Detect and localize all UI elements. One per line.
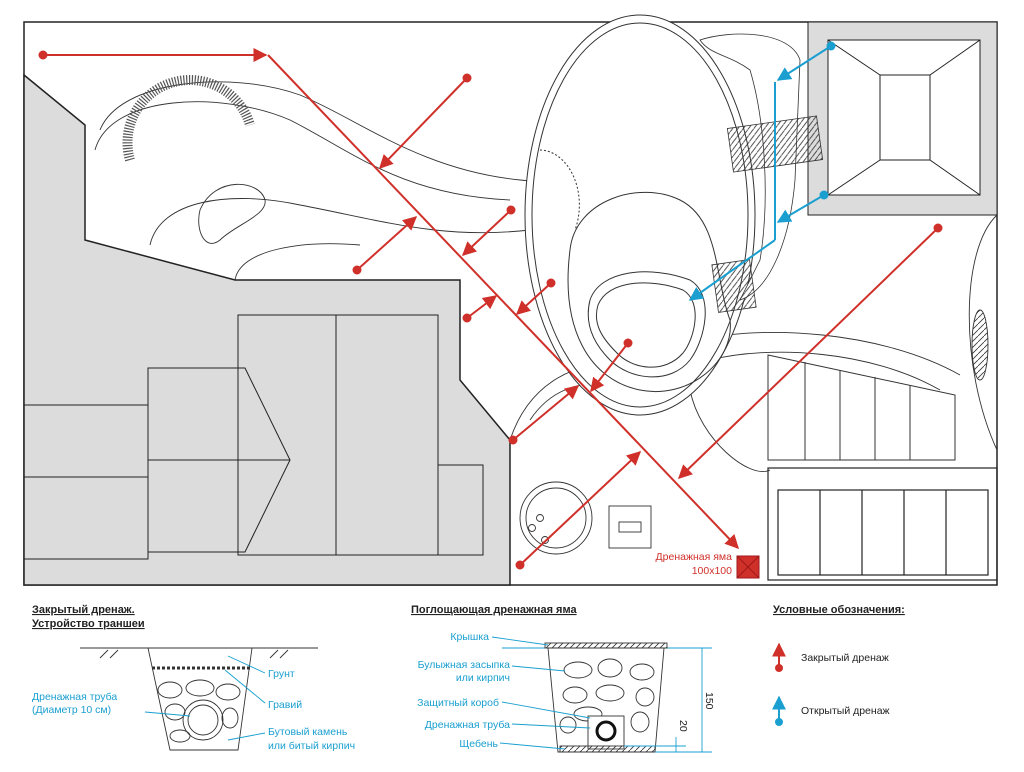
- garage: [767, 467, 998, 581]
- closed-drain-lines: [38, 48, 943, 570]
- label-fill-2: или кирпич: [456, 672, 510, 684]
- trench-title-2: Устройство траншеи: [32, 618, 145, 630]
- label-soil: Грунт: [268, 668, 295, 680]
- pond: [524, 14, 756, 416]
- outbuilding-roof: [827, 39, 981, 196]
- garden-paths: [94, 75, 998, 555]
- legend-open-drain: Открытый дренаж: [801, 705, 890, 717]
- label-pipe-1: Дренажная труба: [32, 691, 117, 703]
- label-fill-1: Булыжная засыпка: [418, 659, 511, 671]
- label-gravel: Гравий: [268, 699, 302, 711]
- pit-section-drawing: [491, 636, 712, 753]
- label-lid: Крышка: [450, 631, 489, 643]
- label-rubble: Щебень: [459, 738, 498, 750]
- greenhouse: [767, 354, 956, 461]
- label-box: Защитный короб: [417, 697, 499, 709]
- house-area: [23, 73, 511, 586]
- legend-closed-drain: Закрытый дренаж: [801, 652, 889, 664]
- pit-size: 100x100: [692, 565, 732, 577]
- label-pipe-2: (Диаметр 10 см): [32, 704, 111, 716]
- open-drain-lines: [688, 41, 836, 301]
- house-roof-outlines: [23, 314, 484, 560]
- legend-title: Условные обозначения:: [773, 604, 905, 616]
- drainage-pit-marker: [736, 555, 760, 579]
- label-stone-2: или битый кирпич: [268, 740, 355, 752]
- pit-title: Поглощающая дренажная яма: [411, 604, 577, 616]
- trench-title-1: Закрытый дренаж.: [32, 604, 135, 616]
- red-arrow-icon: [772, 642, 786, 672]
- trench-section-drawing: [80, 647, 318, 751]
- dim-total: 150: [703, 692, 715, 710]
- label-stone-1: Бутовый камень: [268, 726, 348, 738]
- dim-bottom: 20: [677, 720, 689, 732]
- pit-label: Дренажная яма: [656, 551, 733, 563]
- label-pit-pipe: Дренажная труба: [425, 719, 510, 731]
- blue-arrow-icon: [772, 695, 786, 726]
